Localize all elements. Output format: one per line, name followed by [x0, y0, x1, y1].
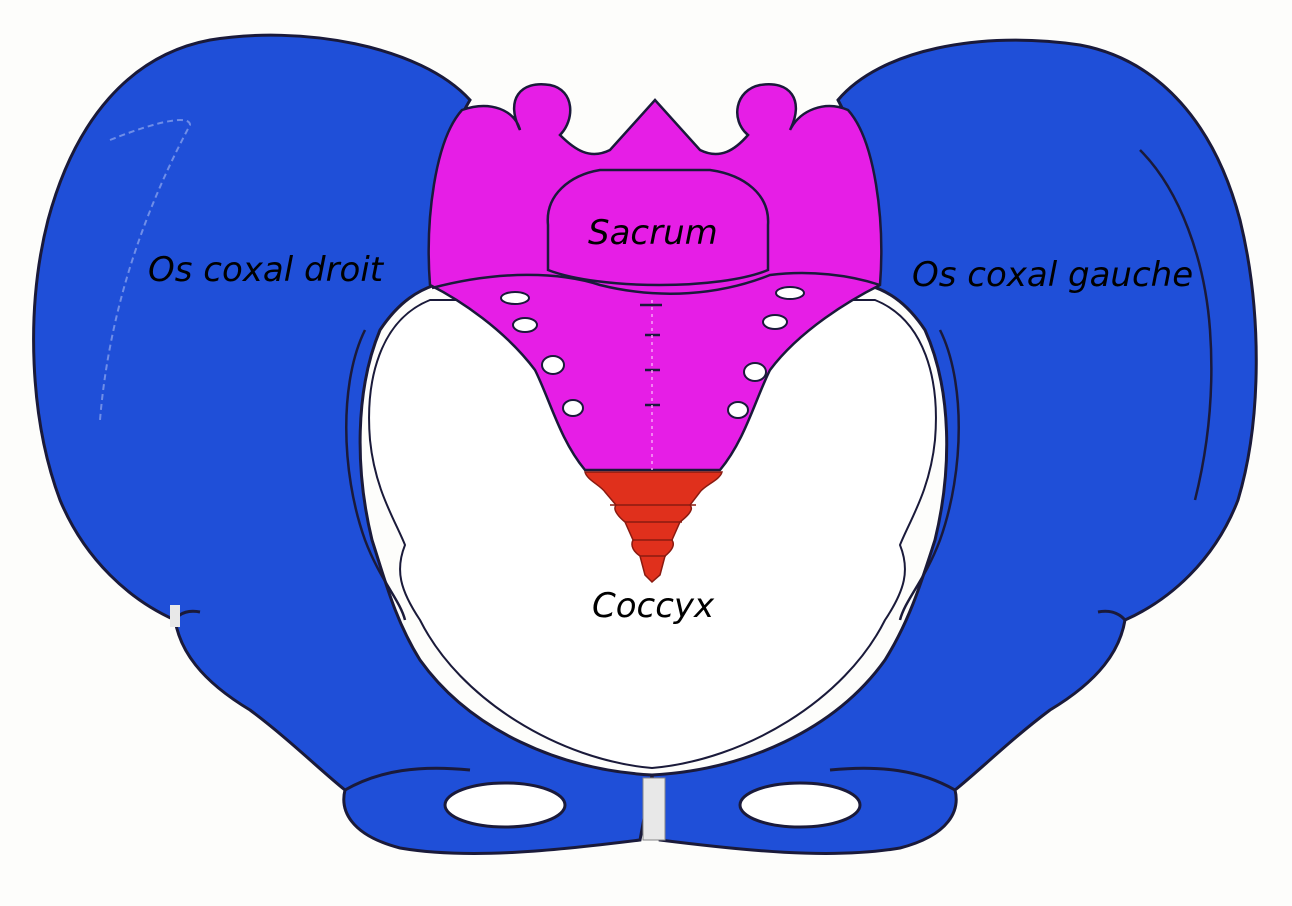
left-hip-bone-shape	[650, 38, 1258, 855]
left-hip-bone	[650, 38, 1258, 855]
label-coccyx: Coccyx	[592, 586, 715, 626]
label-right-hip-bone: Os coxal droit	[148, 250, 385, 290]
sacrum	[427, 82, 883, 472]
right-obturator-foramen	[443, 781, 567, 829]
right-hip-bone-shape	[32, 33, 654, 855]
label-sacrum: Sacrum	[588, 213, 718, 253]
label-left-hip-bone: Os coxal gauche	[912, 255, 1193, 295]
sacrum-shape	[427, 82, 883, 472]
right-hip-bone	[32, 33, 654, 855]
pubic-symphysis	[642, 777, 666, 841]
right-sacroiliac-marker	[170, 605, 180, 627]
coccyx	[584, 471, 723, 584]
left-obturator-foramen	[738, 781, 862, 829]
